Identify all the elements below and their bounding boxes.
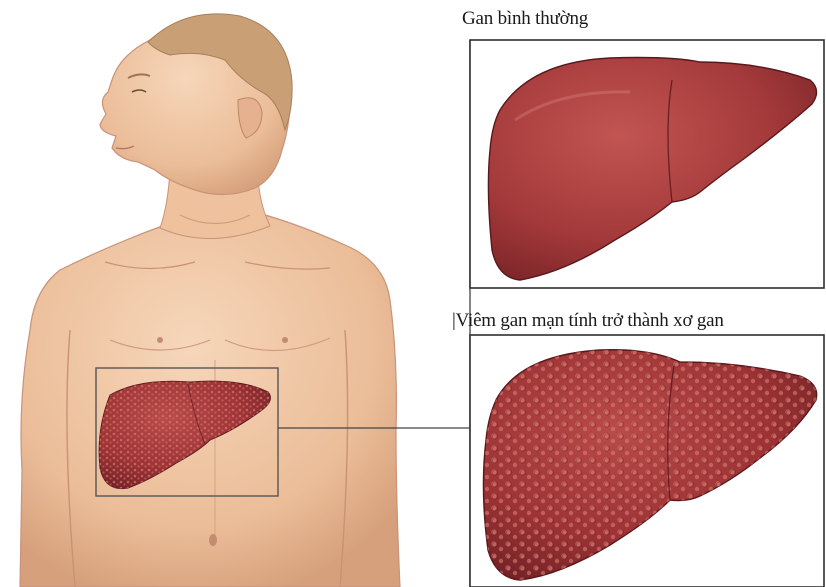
cirrhotic-liver-panel (470, 335, 824, 587)
normal-liver-panel (470, 40, 824, 288)
navel (209, 534, 217, 546)
nipple-left (157, 337, 163, 343)
cirrhotic-liver-caption: |Viêm gan mạn tính trở thành xơ gan (452, 310, 826, 332)
normal-liver-caption: Gan bình thường (462, 8, 588, 30)
human-torso-illustration (20, 14, 400, 587)
nipple-right (282, 337, 288, 343)
